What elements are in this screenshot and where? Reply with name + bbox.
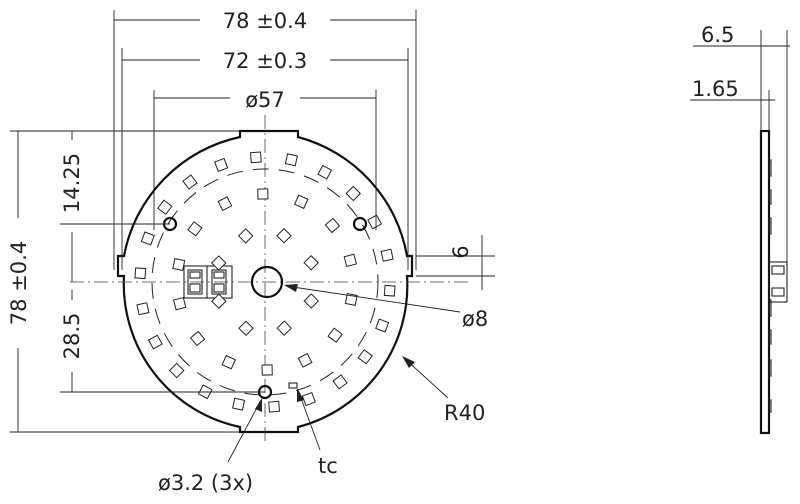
led-chip [182,174,198,190]
led-chip [276,320,293,336]
led-chip [140,231,155,246]
dim-notch-label: 6 [449,245,473,258]
board-outline [116,129,414,434]
connector-block [183,265,233,299]
led-chip [157,199,173,215]
led-chip [237,228,254,244]
led-chip [250,151,262,164]
side-view: 6.5 1.65 [690,23,790,435]
dim-slot-width-label: 72 ±0.3 [223,49,307,73]
led-chip [367,214,383,230]
led-chip [210,255,227,271]
dim-hole-circle: ø57 [153,88,377,230]
led-chip [383,284,396,297]
led-chip [232,397,246,411]
dim-overall-height-label: 78 ±0.4 [7,241,31,325]
led-chip [268,400,280,413]
dim-offset-top: 14.25 [60,131,170,282]
side-connector [768,261,788,303]
led-chip [327,327,343,343]
radius-label: R40 [444,401,485,425]
led-chip [261,364,273,376]
led-chip [173,296,187,311]
dim-overall-height: 78 ±0.4 [7,130,240,433]
dim-side-board: 1.65 [690,77,775,131]
leader-tc: tc [297,388,338,478]
dim-notch: 6 [416,235,495,290]
dim-hole-circle-label: ø57 [245,88,285,112]
led-chip [221,354,237,370]
side-height-label: 6.5 [701,23,734,47]
led-chip [172,258,186,272]
led-chip [136,302,150,316]
led-chip [189,330,206,347]
leader-center-hole: ø8 [284,284,488,331]
mount-hole-right [352,216,368,232]
led-chip [238,320,254,337]
dim-side-height: 6.5 [693,23,790,262]
led-chip [332,374,348,390]
led-chip [168,362,185,379]
led-chip [317,164,333,180]
led-chip [357,349,373,365]
dim-slot-width: 72 ±0.3 [121,48,409,270]
center-hole-label: ø8 [462,307,488,331]
led-chip [217,196,233,212]
led-chip [375,318,390,333]
led-chip [214,157,229,173]
led-chip [276,227,292,244]
led-chip [303,293,320,309]
dim-overall-width-label: 78 ±0.4 [223,9,307,33]
dim-offset-bottom-label: 28.5 [60,313,84,360]
tc-label: tc [318,454,338,478]
led-chip [293,194,309,210]
side-board [759,129,771,435]
led-chip [297,352,313,368]
leader-radius: R40 [402,356,485,425]
front-view: 78 ±0.4 72 ±0.3 ø57 78 ±0.4 [7,9,495,495]
led-chip [211,293,227,310]
dim-overall-width: 78 ±0.4 [113,9,417,270]
center-hole [250,265,284,299]
led-chip [380,248,394,262]
led-chip [284,153,298,167]
side-components [768,159,772,413]
led-chip [257,188,269,200]
led-chip [343,253,357,268]
dim-offset-top-label: 14.25 [60,153,84,213]
dim-offset-bottom: 28.5 [60,290,265,393]
led-chip [134,267,147,280]
led-chip [301,391,316,407]
led-array [134,151,396,413]
led-chip [147,334,163,350]
mount-holes-label: ø3.2 (3x) [158,471,253,495]
side-board-label: 1.65 [692,77,739,101]
led-chip [345,185,362,202]
led-chip [324,217,341,234]
led-chip [303,254,319,271]
leader-mount-holes: ø3.2 (3x) [158,398,262,495]
led-chip [187,221,203,237]
tc-point [288,382,298,389]
